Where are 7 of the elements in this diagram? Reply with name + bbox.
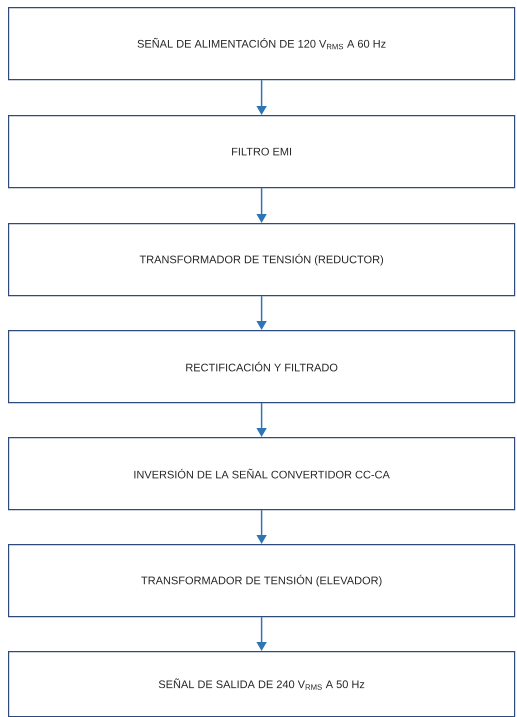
process-box: FILTRO EMI xyxy=(8,115,516,188)
process-box: TRANSFORMADOR DE TENSIÓN (ELEVADOR) xyxy=(8,544,516,618)
process-box: INVERSIÓN DE LA SEÑAL CONVERTIDOR CC-CA xyxy=(8,437,516,510)
process-box: SEÑAL DE ALIMENTACIÓN DE 120 V$_{RMS}$ A 60 Hz xyxy=(8,7,516,80)
process-box: TRANSFORMADOR DE TENSIÓN (REDUCTOR) xyxy=(8,223,516,296)
process-box: RECTIFICACIÓN Y FILTRADO xyxy=(8,330,516,404)
process-box: SEÑAL DE SALIDA DE 240 V$_{RMS}$ A 50 Hz xyxy=(8,651,516,717)
